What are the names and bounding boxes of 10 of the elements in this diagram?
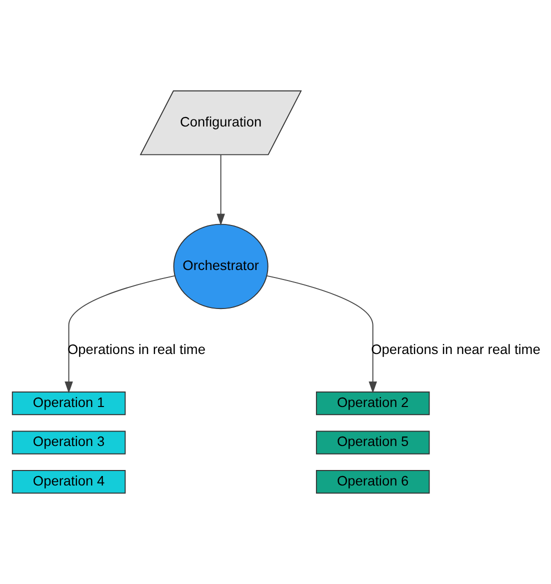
node-box: Operation 6: [316, 470, 430, 494]
arrow: [216, 154, 225, 226]
node-box: Operation 1: [12, 392, 126, 416]
node-ellipse: Orchestrator: [173, 224, 268, 310]
arrow: [266, 275, 377, 394]
node-box: Operation 5: [316, 430, 430, 454]
node-box: Operation 4: [12, 470, 126, 494]
node-box: Operation 2: [316, 392, 430, 416]
node-box: Operation 3: [12, 430, 126, 454]
arrow: [64, 275, 176, 394]
